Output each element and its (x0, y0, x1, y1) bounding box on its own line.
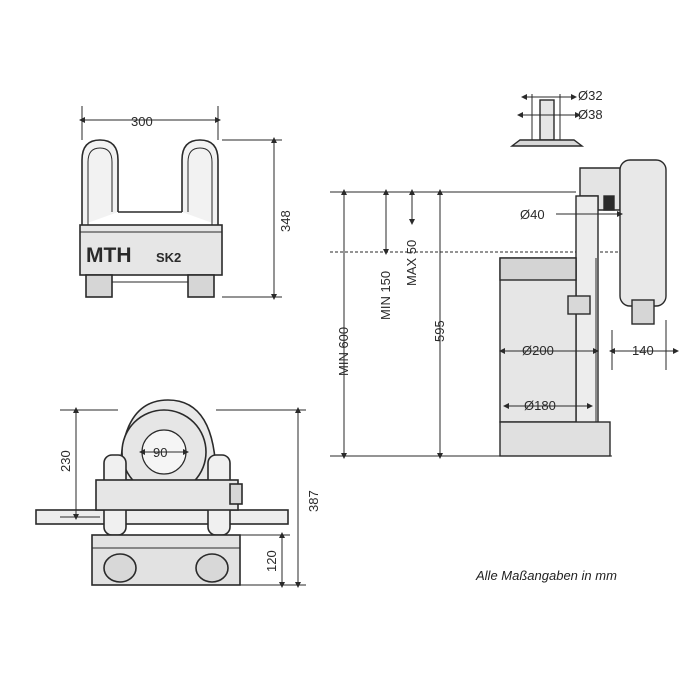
pipe-dia-32-label: Ø32 (578, 88, 603, 103)
tank-base (499, 421, 611, 457)
top-230-label: 230 (58, 450, 73, 472)
tank-dia-180-label: Ø180 (524, 398, 556, 413)
units-note: Alle Maßangaben in mm (476, 568, 617, 583)
front-left-arm (81, 139, 119, 225)
offset-140-label: 140 (632, 343, 654, 358)
pipe-dia-38-label: Ø38 (578, 107, 603, 122)
front-width-label: 300 (131, 114, 153, 129)
min-150-label: MIN 150 (378, 271, 393, 320)
tank-dia-200-label: Ø200 (522, 343, 554, 358)
pipe-detail (539, 99, 555, 141)
front-view (79, 106, 282, 300)
front-left-foot (85, 274, 113, 298)
pump-housing (619, 159, 667, 307)
top-side-knob (229, 483, 243, 505)
pipe-flange-detail (509, 139, 585, 147)
front-right-foot (187, 274, 215, 298)
side-view (330, 94, 679, 459)
front-label-plate (79, 224, 223, 276)
top-diameter-label: 90 (153, 445, 167, 460)
front-model-label: SK2 (156, 250, 181, 265)
front-right-arm (181, 139, 219, 225)
front-height-label: 348 (278, 210, 293, 232)
min-600-label: MIN 600 (336, 327, 351, 376)
height-595-label: 595 (432, 320, 447, 342)
top-120-label: 120 (264, 550, 279, 572)
top-view (35, 399, 306, 588)
front-brand-logo: MTH (86, 244, 132, 267)
top-387-label: 387 (306, 490, 321, 512)
pipe-dia-40-label: Ø40 (520, 207, 545, 222)
max-50-label: MAX 50 (404, 240, 419, 286)
